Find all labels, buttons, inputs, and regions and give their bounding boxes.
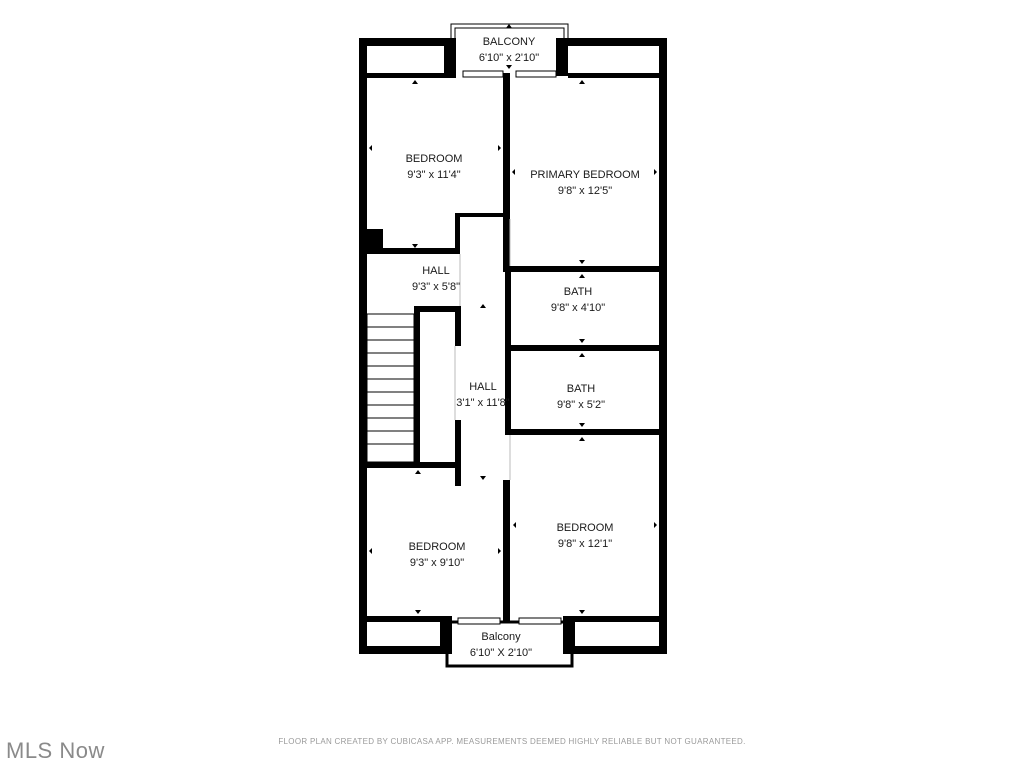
wall-top-right	[563, 38, 667, 46]
bath-lower-name: BATH	[566, 383, 596, 395]
bath-upper-dims: 9'8" x 4'10"	[550, 302, 606, 314]
stairs	[366, 313, 415, 463]
bath-lower-dims: 9'8" x 5'2"	[556, 399, 606, 411]
primary-bedroom-name: PRIMARY BEDROOM	[530, 169, 640, 181]
bedroom-bottom-left-dims: 9'3" x 9'10"	[409, 557, 465, 569]
mls-now-watermark: MLS Now	[6, 738, 105, 763]
window-top-b	[515, 70, 557, 78]
bath-lower-label: BATH 9'8" x 5'2"	[557, 381, 605, 413]
wall-balcony-top-left-post	[444, 38, 456, 76]
bedroom-bottom-left-name: BEDROOM	[408, 541, 466, 553]
hall-center-name: HALL	[469, 381, 497, 393]
balcony-top-name: BALCONY	[482, 36, 536, 48]
balcony-bottom-name: Balcony	[481, 631, 521, 643]
wall-bottom-left	[359, 646, 447, 654]
hall-upper-label: HALL 9'3" x 5'8"	[412, 263, 460, 295]
bath-upper-name: BATH	[563, 286, 593, 298]
window-bottom-a	[457, 617, 501, 625]
bedroom-bottom-right-dims: 9'8" x 12'1"	[557, 538, 613, 550]
interior-walls	[367, 73, 660, 622]
door-openings	[454, 219, 511, 480]
balcony-top-label: BALCONY 6'10" x 2'10"	[479, 34, 539, 66]
wall-right	[659, 38, 667, 654]
window-bottom-b	[518, 617, 562, 625]
bedroom-bottom-right-name: BEDROOM	[556, 522, 614, 534]
footer-disclaimer: FLOOR PLAN CREATED BY CUBICASA APP. MEAS…	[278, 737, 746, 746]
hall-upper-name: HALL	[422, 265, 450, 277]
balcony-bottom-dims: 6'10" X 2'10"	[469, 647, 533, 659]
dimension-markers	[369, 24, 657, 614]
bedroom-bottom-right-label: BEDROOM 9'8" x 12'1"	[557, 520, 614, 552]
wall-balcony-top-right-post	[556, 38, 568, 76]
primary-bedroom-label: PRIMARY BEDROOM 9'8" x 12'5"	[530, 167, 640, 199]
hall-center-label: HALL 3'1" x 11'8"	[456, 379, 509, 411]
wall-top-left	[359, 38, 456, 46]
wall-bottom-right	[571, 646, 667, 654]
hall-center-dims: 3'1" x 11'8"	[456, 397, 510, 409]
bedroom-top-left-label: BEDROOM 9'3" x 11'4"	[406, 151, 463, 183]
primary-bedroom-dims: 9'8" x 12'5"	[557, 185, 613, 197]
balcony-bottom-label: Balcony 6'10" X 2'10"	[470, 629, 532, 661]
bath-upper-label: BATH 9'8" x 4'10"	[551, 284, 605, 316]
balcony-top-dims: 6'10" x 2'10"	[478, 52, 540, 64]
hall-upper-dims: 9'3" x 5'8"	[411, 281, 461, 293]
bedroom-bottom-left-label: BEDROOM 9'3" x 9'10"	[409, 539, 466, 571]
bedroom-top-left-name: BEDROOM	[405, 153, 463, 165]
window-top-a	[462, 70, 504, 78]
wall-left	[359, 38, 367, 654]
bedroom-top-left-dims: 9'3" x 11'4"	[407, 169, 461, 181]
